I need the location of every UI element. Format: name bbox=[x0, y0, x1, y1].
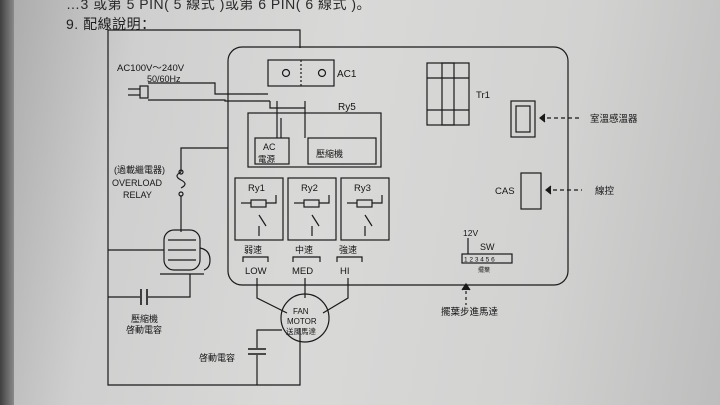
start-capacitor-label: 啓動電容 bbox=[199, 352, 235, 363]
cas-label: CAS bbox=[495, 186, 515, 197]
power-voltage-label: AC100V～240V bbox=[117, 63, 185, 74]
relay-ry1 bbox=[234, 177, 284, 241]
fan-motor-cn-label: 送風馬達 bbox=[286, 326, 316, 336]
relay-ac-label: AC bbox=[263, 142, 276, 152]
relay-label: RELAY bbox=[123, 190, 152, 200]
speed-low-label: LOW bbox=[245, 266, 267, 277]
cas-connector bbox=[520, 172, 542, 210]
overload-cn-label: (過載繼電器) bbox=[114, 164, 165, 175]
relay-ry3 bbox=[340, 177, 390, 241]
section-title: 9. 配線說明： bbox=[66, 16, 156, 32]
speed-hi-cn: 強速 bbox=[339, 244, 357, 255]
swing-motor-label: 擺葉步進馬達 bbox=[441, 306, 499, 318]
overload-label: OVERLOAD bbox=[112, 178, 163, 188]
compressor-icon bbox=[160, 229, 211, 275]
power-frequency-label: 50/60Hz bbox=[147, 74, 181, 84]
relay-ry2 bbox=[287, 177, 337, 241]
ry2-label: Ry2 bbox=[301, 183, 318, 194]
sw-pins-label: 1 2 3 4 5 6 bbox=[464, 257, 495, 264]
12v-label: 12V bbox=[463, 228, 478, 238]
relay-ac-power-label: 電源 bbox=[258, 154, 276, 164]
ac1-label: AC1 bbox=[337, 69, 357, 80]
relay-compressor-label: 壓縮機 bbox=[316, 148, 343, 159]
room-sensor-label: 室溫感溫器 bbox=[590, 113, 638, 125]
transformer-icon bbox=[426, 62, 470, 126]
compressor-cap-label-1: 壓縮機 bbox=[131, 313, 158, 324]
sensor-connector bbox=[510, 100, 536, 138]
fan-label: FAN bbox=[293, 307, 309, 316]
speed-med-cn: 中速 bbox=[295, 244, 313, 255]
ry5-label: Ry5 bbox=[338, 102, 356, 113]
relay-ac-power bbox=[254, 137, 290, 165]
heading-cut-line: …3 或第 5 PIN( 5 線式 )或第 6 PIN( 6 線式 )。 bbox=[66, 0, 372, 12]
fan-motor-label: MOTOR bbox=[287, 317, 317, 326]
page-heading: …3 或第 5 PIN( 5 線式 )或第 6 PIN( 6 線式 )。 9. … bbox=[66, 0, 371, 34]
sw-pin-header bbox=[461, 253, 513, 264]
speed-hi-label: HI bbox=[340, 266, 350, 277]
ry5-relay-group bbox=[247, 112, 382, 168]
speed-med-label: MED bbox=[292, 266, 313, 277]
fan-motor bbox=[280, 293, 330, 343]
speed-low-cn: 弱速 bbox=[244, 245, 262, 255]
tr1-label: Tr1 bbox=[476, 90, 490, 101]
sw-pins-note: 擺葉 bbox=[478, 266, 490, 274]
wired-control-label: 線控 bbox=[595, 185, 615, 197]
book-spine-shadow bbox=[0, 0, 14, 405]
sw-label: SW bbox=[480, 242, 495, 252]
relay-compressor bbox=[307, 137, 377, 165]
power-plug bbox=[139, 85, 149, 99]
ry3-label: Ry3 bbox=[354, 183, 371, 194]
compressor-cap-label-2: 啓動電容 bbox=[126, 324, 162, 335]
ry1-label: Ry1 bbox=[248, 183, 265, 194]
control-board bbox=[227, 46, 569, 286]
